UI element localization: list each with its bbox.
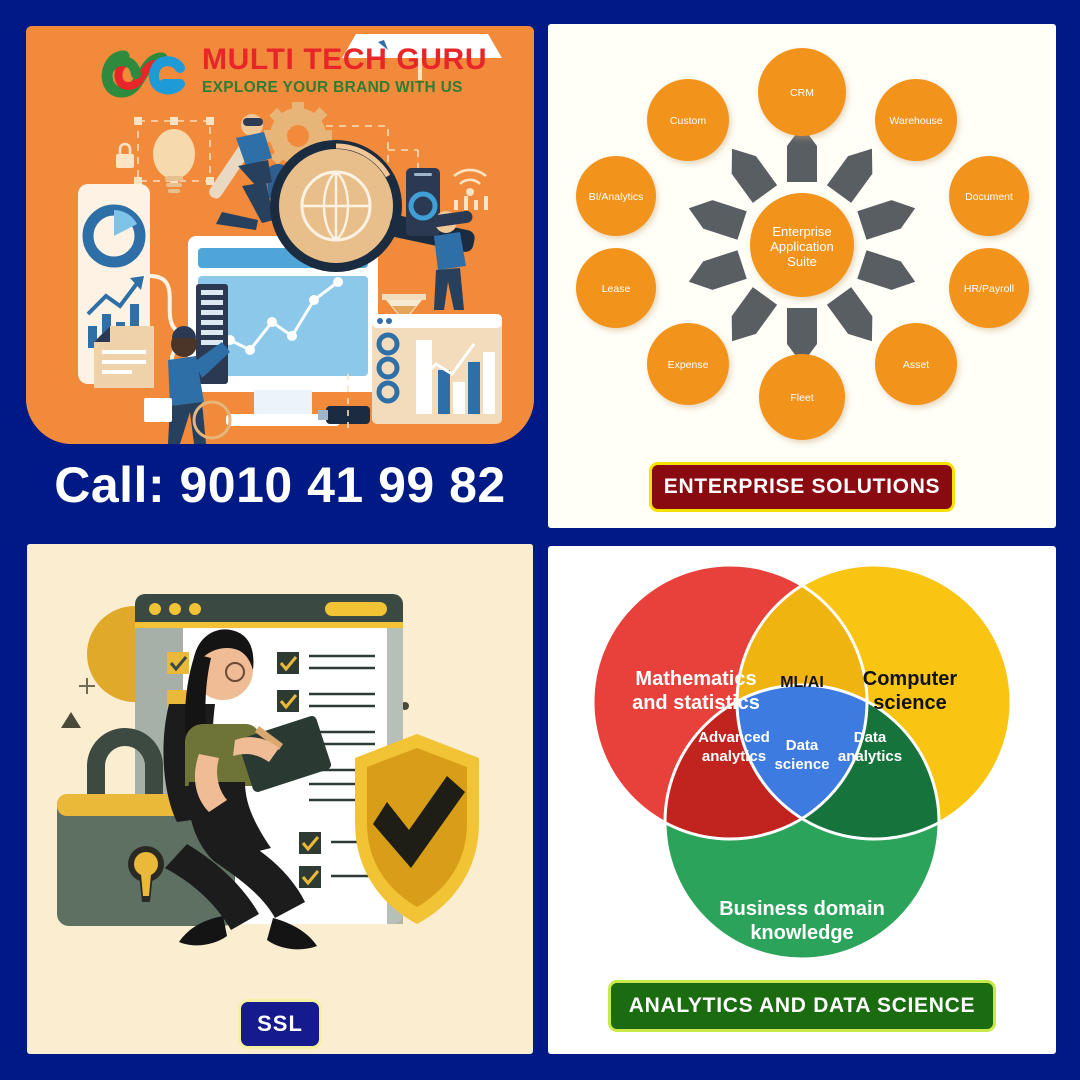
- branding-promo-panel: MULTI TECH GURU EXPLORE YOUR BRAND WITH …: [26, 26, 534, 526]
- node-fleet: Fleet: [759, 354, 845, 440]
- node-custom: Custom: [647, 79, 729, 161]
- brand-name: MULTI TECH GURU: [202, 43, 488, 76]
- svg-text:science: science: [774, 756, 829, 773]
- svg-text:Expense: Expense: [668, 359, 709, 371]
- infinity-logo-icon: [101, 50, 185, 98]
- svg-text:Computer: Computer: [863, 668, 958, 690]
- svg-text:ML/AI: ML/AI: [780, 674, 824, 691]
- svg-text:Advanced: Advanced: [698, 729, 770, 746]
- venn-outlines: [591, 563, 1013, 961]
- ssl-badge[interactable]: SSL: [238, 999, 322, 1049]
- svg-text:Warehouse: Warehouse: [889, 115, 942, 127]
- decor-plus: [79, 678, 95, 694]
- document-icon: [94, 326, 154, 388]
- enterprise-solutions-banner[interactable]: ENTERPRISE SOLUTIONS: [649, 462, 955, 512]
- promo-illustration-area: MULTI TECH GURU EXPLORE YOUR BRAND WITH …: [26, 26, 534, 444]
- svg-text:Fleet: Fleet: [790, 392, 813, 404]
- wifi-icon: [453, 168, 488, 210]
- svg-text:science: science: [873, 692, 946, 714]
- device-tray: [342, 34, 502, 80]
- analytics-data-science-banner-label: ANALYTICS AND DATA SCIENCE: [628, 994, 976, 1017]
- svg-text:BI/Analytics: BI/Analytics: [589, 191, 644, 203]
- ssl-illustration: [27, 544, 533, 984]
- venn-diagram: Mathematics and statistics Computer scie…: [548, 550, 1056, 970]
- svg-text:knowledge: knowledge: [750, 922, 853, 944]
- node-lease: Lease: [576, 248, 656, 328]
- svg-text:Enterprise: Enterprise: [772, 224, 831, 239]
- svg-text:Document: Document: [965, 191, 1013, 203]
- node-warehouse: Warehouse: [875, 79, 957, 161]
- call-to-action-bar: Call: 9010 41 99 82: [26, 444, 534, 526]
- svg-text:Application: Application: [770, 239, 834, 254]
- svg-text:CRM: CRM: [790, 87, 814, 99]
- worker-with-telescope: [430, 210, 473, 310]
- node-asset: Asset: [875, 323, 957, 405]
- node-document: Document: [949, 156, 1029, 236]
- svg-text:Data: Data: [786, 737, 819, 754]
- digital-marketing-illustration: [26, 26, 534, 444]
- node-center: Enterprise Application Suite: [750, 193, 854, 297]
- ssl-security-panel: SSL: [27, 544, 533, 1054]
- brand-text-block: MULTI TECH GURU EXPLORE YOUR BRAND WITH …: [202, 44, 487, 98]
- node-expense: Expense: [647, 323, 729, 405]
- brand-tagline: EXPLORE YOUR BRAND WITH US: [202, 79, 463, 96]
- node-hr-payroll: HR/Payroll: [949, 248, 1029, 328]
- svg-text:Lease: Lease: [602, 283, 631, 295]
- svg-text:Mathematics: Mathematics: [635, 668, 756, 690]
- svg-text:Data: Data: [854, 729, 887, 746]
- analytics-data-science-banner[interactable]: ANALYTICS AND DATA SCIENCE: [608, 980, 996, 1032]
- lightbulb-icon: [153, 129, 195, 193]
- svg-text:Asset: Asset: [903, 359, 929, 371]
- outer-nodes: CRM Custom Warehouse BI/Analytics Docume…: [576, 48, 1029, 440]
- enterprise-solutions-banner-label: ENTERPRISE SOLUTIONS: [663, 475, 941, 498]
- enterprise-solutions-panel: Enterprise Application Suite CRM Custom …: [548, 24, 1056, 528]
- coin-icon: [192, 400, 232, 440]
- decor-triangle: [61, 712, 81, 728]
- svg-text:analytics: analytics: [702, 748, 766, 765]
- svg-text:Business domain: Business domain: [719, 898, 885, 920]
- padlock-small-icon: [116, 142, 134, 168]
- call-number: Call: 9010 41 99 82: [54, 457, 506, 513]
- woman-with-tablet: [163, 629, 331, 950]
- analytics-card: [372, 314, 502, 424]
- brand-header: MULTI TECH GURU EXPLORE YOUR BRAND WITH …: [26, 26, 534, 114]
- svg-text:Custom: Custom: [670, 115, 706, 127]
- svg-text:and statistics: and statistics: [632, 692, 760, 714]
- svg-text:analytics: analytics: [838, 748, 902, 765]
- ssl-badge-label: SSL: [257, 1011, 303, 1036]
- svg-text:HR/Payroll: HR/Payroll: [964, 283, 1014, 295]
- inward-arrows: [688, 126, 916, 364]
- shield-check-icon: [355, 734, 479, 924]
- worker-at-monitor: [144, 326, 230, 444]
- analytics-data-science-panel: Mathematics and statistics Computer scie…: [548, 546, 1056, 1054]
- node-crm: CRM: [758, 48, 846, 136]
- svg-text:Suite: Suite: [787, 254, 817, 269]
- enterprise-hub-diagram: Enterprise Application Suite CRM Custom …: [548, 30, 1056, 450]
- node-bi-analytics: BI/Analytics: [576, 156, 656, 236]
